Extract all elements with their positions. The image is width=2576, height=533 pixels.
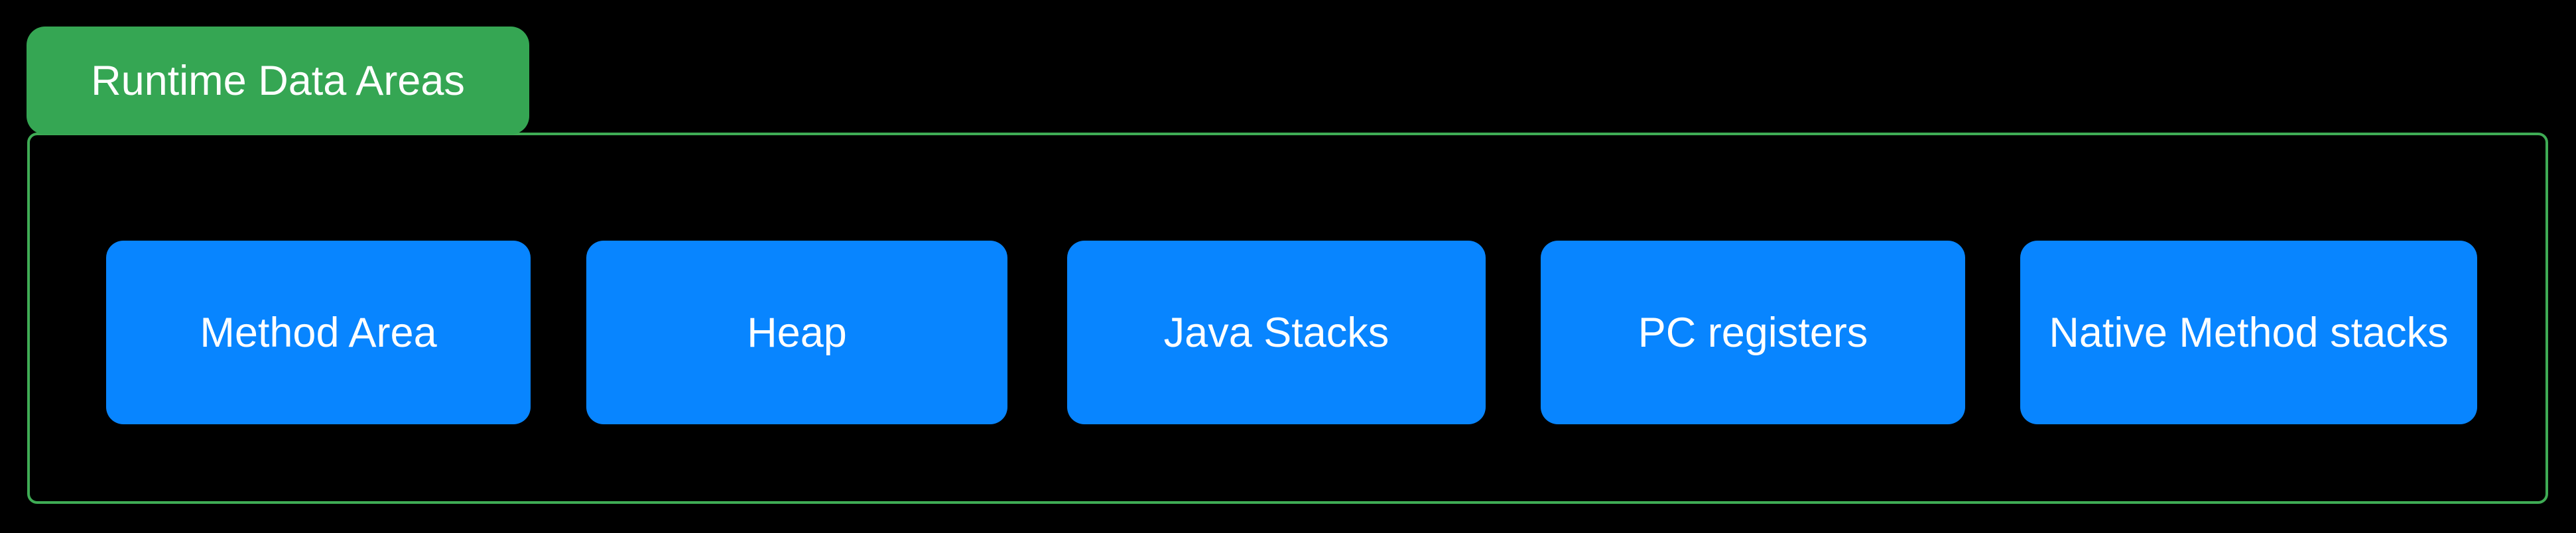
runtime-data-areas-container: Method Area Heap Java Stacks PC register… xyxy=(27,133,2548,504)
box-heap-label: Heap xyxy=(747,309,847,356)
box-native-method-stacks-label: Native Method stacks xyxy=(2049,309,2449,356)
box-heap: Heap xyxy=(586,241,1007,424)
runtime-data-areas-title-text: Runtime Data Areas xyxy=(91,57,465,104)
box-java-stacks-label: Java Stacks xyxy=(1163,309,1389,356)
box-native-method-stacks: Native Method stacks xyxy=(2020,241,2477,424)
runtime-data-areas-title-badge: Runtime Data Areas xyxy=(27,27,529,135)
box-method-area-label: Method Area xyxy=(200,309,437,356)
box-pc-registers: PC registers xyxy=(1541,241,1965,424)
box-java-stacks: Java Stacks xyxy=(1067,241,1486,424)
box-method-area: Method Area xyxy=(106,241,531,424)
box-pc-registers-label: PC registers xyxy=(1638,309,1868,356)
